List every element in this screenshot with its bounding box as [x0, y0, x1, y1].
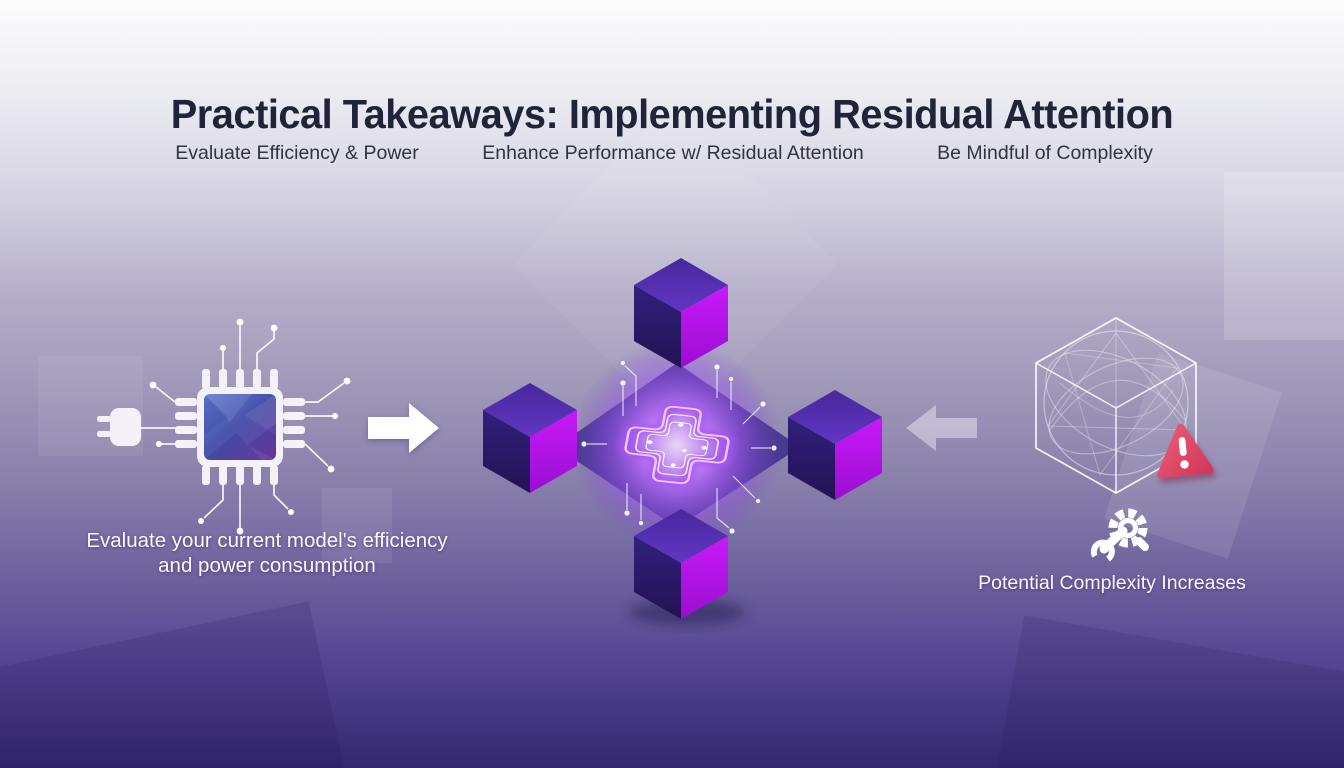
column-heading-center: Enhance Performance w/ Residual Attentio…: [482, 142, 864, 164]
cube-left: [483, 383, 577, 493]
background-shape: [0, 601, 363, 768]
circuit-traces: [140, 325, 345, 528]
complexity-illustration: [1035, 317, 1216, 562]
right-arrow-icon: [368, 403, 439, 453]
column-heading-right: Be Mindful of Complexity: [937, 142, 1153, 164]
warning-triangle-icon: [1157, 423, 1216, 484]
circuit-nodes: [149, 318, 351, 535]
chip-die-facets: [204, 394, 276, 460]
chip-pins: [175, 369, 305, 485]
cube-right: [788, 390, 882, 500]
core-circuit-traces: [587, 365, 771, 529]
power-plug-icon: [97, 408, 141, 446]
chip-die: [204, 394, 276, 460]
right-caption: Potential Complexity Increases: [978, 572, 1246, 594]
residual-attention-illustration: [483, 258, 882, 625]
page-title: Practical Takeaways: Implementing Residu…: [170, 91, 1174, 138]
exclamation-mark: [1178, 437, 1189, 469]
background-shape: [982, 615, 1344, 768]
neon-circuit-core-icon: [620, 403, 734, 488]
left-caption: Evaluate your current model's efficiency…: [86, 529, 448, 577]
gear-wrench-icon: [1090, 508, 1149, 562]
column-heading-left: Evaluate Efficiency & Power: [175, 142, 419, 164]
left-arrow-icon: [906, 405, 977, 451]
cpu-chip-illustration: [97, 318, 351, 535]
core-circuit-nodes: [581, 360, 777, 534]
platform-glow: [572, 340, 782, 550]
